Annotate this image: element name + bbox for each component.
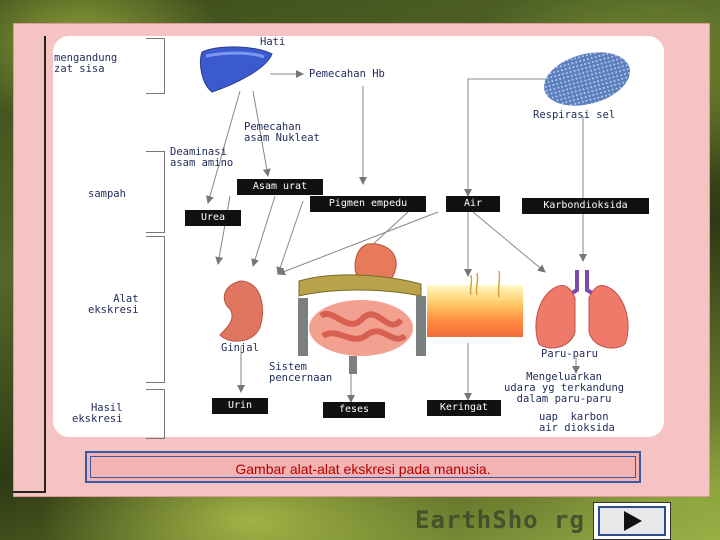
brace-sampah	[146, 151, 165, 233]
label-alat-ekskresi: Alat ekskresi	[88, 294, 139, 316]
label-pemecahan-hb: Pemecahan Hb	[309, 69, 385, 80]
label-mengeluarkan: Mengeluarkan udara yg terkandung dalam p…	[504, 372, 624, 405]
watermark-logo: EarthSho rg	[415, 506, 585, 534]
cell-icon	[539, 50, 635, 108]
brace-zat-sisa	[146, 38, 165, 94]
label-uap: uap karbon air dioksida	[539, 412, 615, 434]
play-button-face[interactable]	[598, 506, 666, 536]
skin-icon	[427, 271, 523, 337]
kidney-icon	[210, 279, 268, 345]
label-sampah: sampah	[88, 189, 126, 200]
play-button[interactable]	[593, 502, 671, 540]
label-sistem-pencernaan: Sistem pencernaan	[269, 362, 332, 384]
box-urea: Urea	[185, 210, 241, 226]
label-hati: Hati	[260, 37, 285, 48]
lungs-icon	[531, 268, 633, 352]
label-mengandung: mengandung zat sisa	[54, 53, 117, 75]
label-deaminasi: Deaminasi asam amino	[170, 147, 233, 169]
brace-hasil-ekskresi	[146, 389, 165, 439]
box-asam-urat: Asam urat	[237, 179, 323, 195]
diagram-panel: mengandung zat sisa Hati Pemecahan Hb Re…	[53, 36, 664, 437]
box-karbondioksida: Karbondioksida	[522, 198, 649, 214]
caption-box: Gambar alat-alat ekskresi pada manusia.	[85, 451, 641, 483]
brace-alat-ekskresi	[146, 236, 165, 383]
label-ginjal: Ginjal	[221, 343, 259, 354]
box-air: Air	[446, 196, 500, 212]
box-keringat: Keringat	[427, 400, 501, 416]
caption-text: Gambar alat-alat ekskresi pada manusia.	[90, 456, 636, 478]
liver-icon	[196, 44, 276, 96]
label-paru-paru: Paru-paru	[541, 349, 598, 360]
decorative-line	[13, 36, 46, 493]
box-feses: feses	[323, 402, 385, 418]
label-hasil-ekskresi: Hasil ekskresi	[72, 403, 123, 425]
label-respirasi-sel: Respirasi sel	[533, 110, 615, 121]
box-pigmen-empedu: Pigmen empedu	[310, 196, 426, 212]
digestive-system-icon	[293, 236, 433, 376]
play-icon	[600, 508, 664, 534]
box-urin: Urin	[212, 398, 268, 414]
label-pemecahan-asam: Pemecahan asam Nukleat	[244, 122, 320, 144]
